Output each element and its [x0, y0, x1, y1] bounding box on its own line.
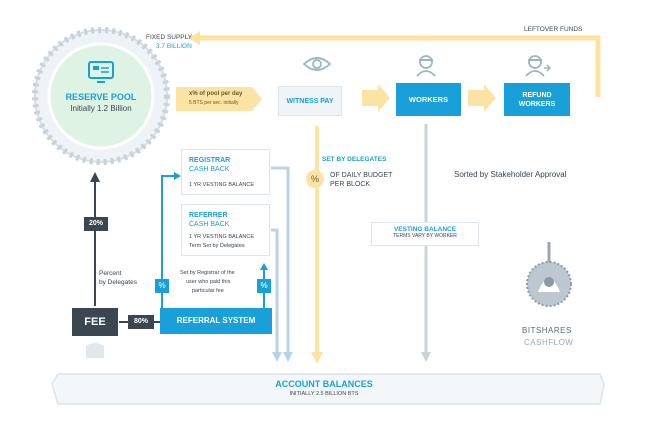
workers-label: WORKERS	[408, 95, 449, 104]
daily-budget-label-2: PER BLOCK	[330, 181, 371, 188]
set-by-registrar-2: user who paid this	[186, 279, 231, 285]
workers-box: WORKERS	[396, 83, 461, 116]
referral-system-box: REFERRAL SYSTEM	[160, 308, 272, 334]
workers-to-refund-arrow	[468, 84, 496, 112]
bitshares-label-2: CASHFLOW	[524, 338, 574, 347]
worker-icon	[416, 55, 436, 77]
refund-workers-label-1: REFUND	[522, 92, 552, 99]
referral-to-registrar-line	[161, 175, 176, 308]
pool-per-day-sub: 5 BTS per sec. initially	[189, 100, 239, 106]
pool-per-day-label: x% of pool per day	[189, 91, 243, 97]
registrar-down-line	[271, 166, 290, 356]
daily-budget-percent-badge: %	[306, 170, 324, 188]
referrer-percent-badge: %	[257, 279, 271, 293]
account-balances-title: ACCOUNT BALANCES	[275, 379, 373, 389]
referrer-detail-1: 1 YR VESTING BALANCE	[189, 234, 255, 240]
fee-box: FEE	[72, 308, 118, 336]
leftover-funds-arrow	[196, 35, 601, 97]
vesting-balance-title: VESTING BALANCE	[393, 226, 457, 233]
refund-worker-icon	[525, 55, 552, 77]
set-by-delegates-label: SET BY DELEGATES	[322, 156, 387, 163]
percent-by-delegates-2: by Delegates	[99, 279, 137, 286]
fixed-supply-label: FIXED SUPPLY	[146, 34, 193, 41]
reserve-pool-title: RESERVE POOL	[65, 92, 137, 102]
vesting-balance-box: VESTING BALANCE TERMS VARY BY WORKER	[371, 222, 479, 246]
refund-workers-label-2: WORKERS	[518, 101, 556, 108]
witness-pay-box: WITNESS PAY	[278, 86, 342, 116]
registrar-detail: 1 YR VESTING BALANCE	[189, 182, 255, 188]
refund-workers-box: REFUND WORKERS	[504, 83, 570, 116]
twenty-percent-badge: 20%	[84, 217, 108, 231]
registrar-percent-badge: %	[155, 279, 169, 293]
monitor-icon	[88, 61, 114, 83]
bitshares-logo	[526, 242, 572, 307]
registrar-label-1: REGISTRAR	[189, 157, 231, 164]
witness-to-workers-arrow	[362, 84, 390, 112]
account-balances-sub: INITIALLY 2.5 BILLION BTS	[289, 391, 359, 397]
witness-pay-label: WITNESS PAY	[286, 98, 334, 105]
vesting-balance-sub: TERMS VARY BY WORKER	[393, 233, 457, 239]
referrer-down-line	[271, 228, 279, 356]
percent-by-delegates-1: Percent	[99, 270, 122, 277]
set-by-registrar-3: particular fee	[192, 288, 224, 294]
set-by-registrar-1: Set by Registrar of the	[180, 270, 235, 276]
referrer-detail-2: Term Set by Delegates	[189, 243, 245, 249]
referrer-label-2: CASH BACK	[189, 221, 230, 228]
daily-budget-label-1: OF DAILY BUDGET	[330, 172, 393, 179]
eighty-percent-badge: 80%	[128, 315, 154, 329]
registrar-label-2: CASH BACK	[189, 166, 230, 173]
referrer-box: REFERRER CASH BACK 1 YR VESTING BALANCE …	[181, 204, 270, 256]
fee-pedestal	[86, 346, 104, 358]
bitshares-label-1: BITSHARES	[522, 326, 572, 335]
reserve-pool-subtitle: Initially 1.2 Billion	[70, 104, 132, 113]
fixed-supply-value: 3.7 BILLION	[156, 43, 192, 50]
registrar-box: REGISTRAR CASH BACK 1 YR VESTING BALANCE	[181, 149, 270, 195]
leftover-funds-label: LEFTOVER FUNDS	[524, 26, 583, 33]
sorted-by-label: Sorted by Stakeholder Approval	[454, 170, 567, 179]
pool-per-day-ribbon	[176, 87, 262, 111]
referrer-label-1: REFERRER	[189, 212, 228, 219]
eye-icon	[302, 57, 332, 71]
account-balances-tray	[51, 373, 605, 405]
